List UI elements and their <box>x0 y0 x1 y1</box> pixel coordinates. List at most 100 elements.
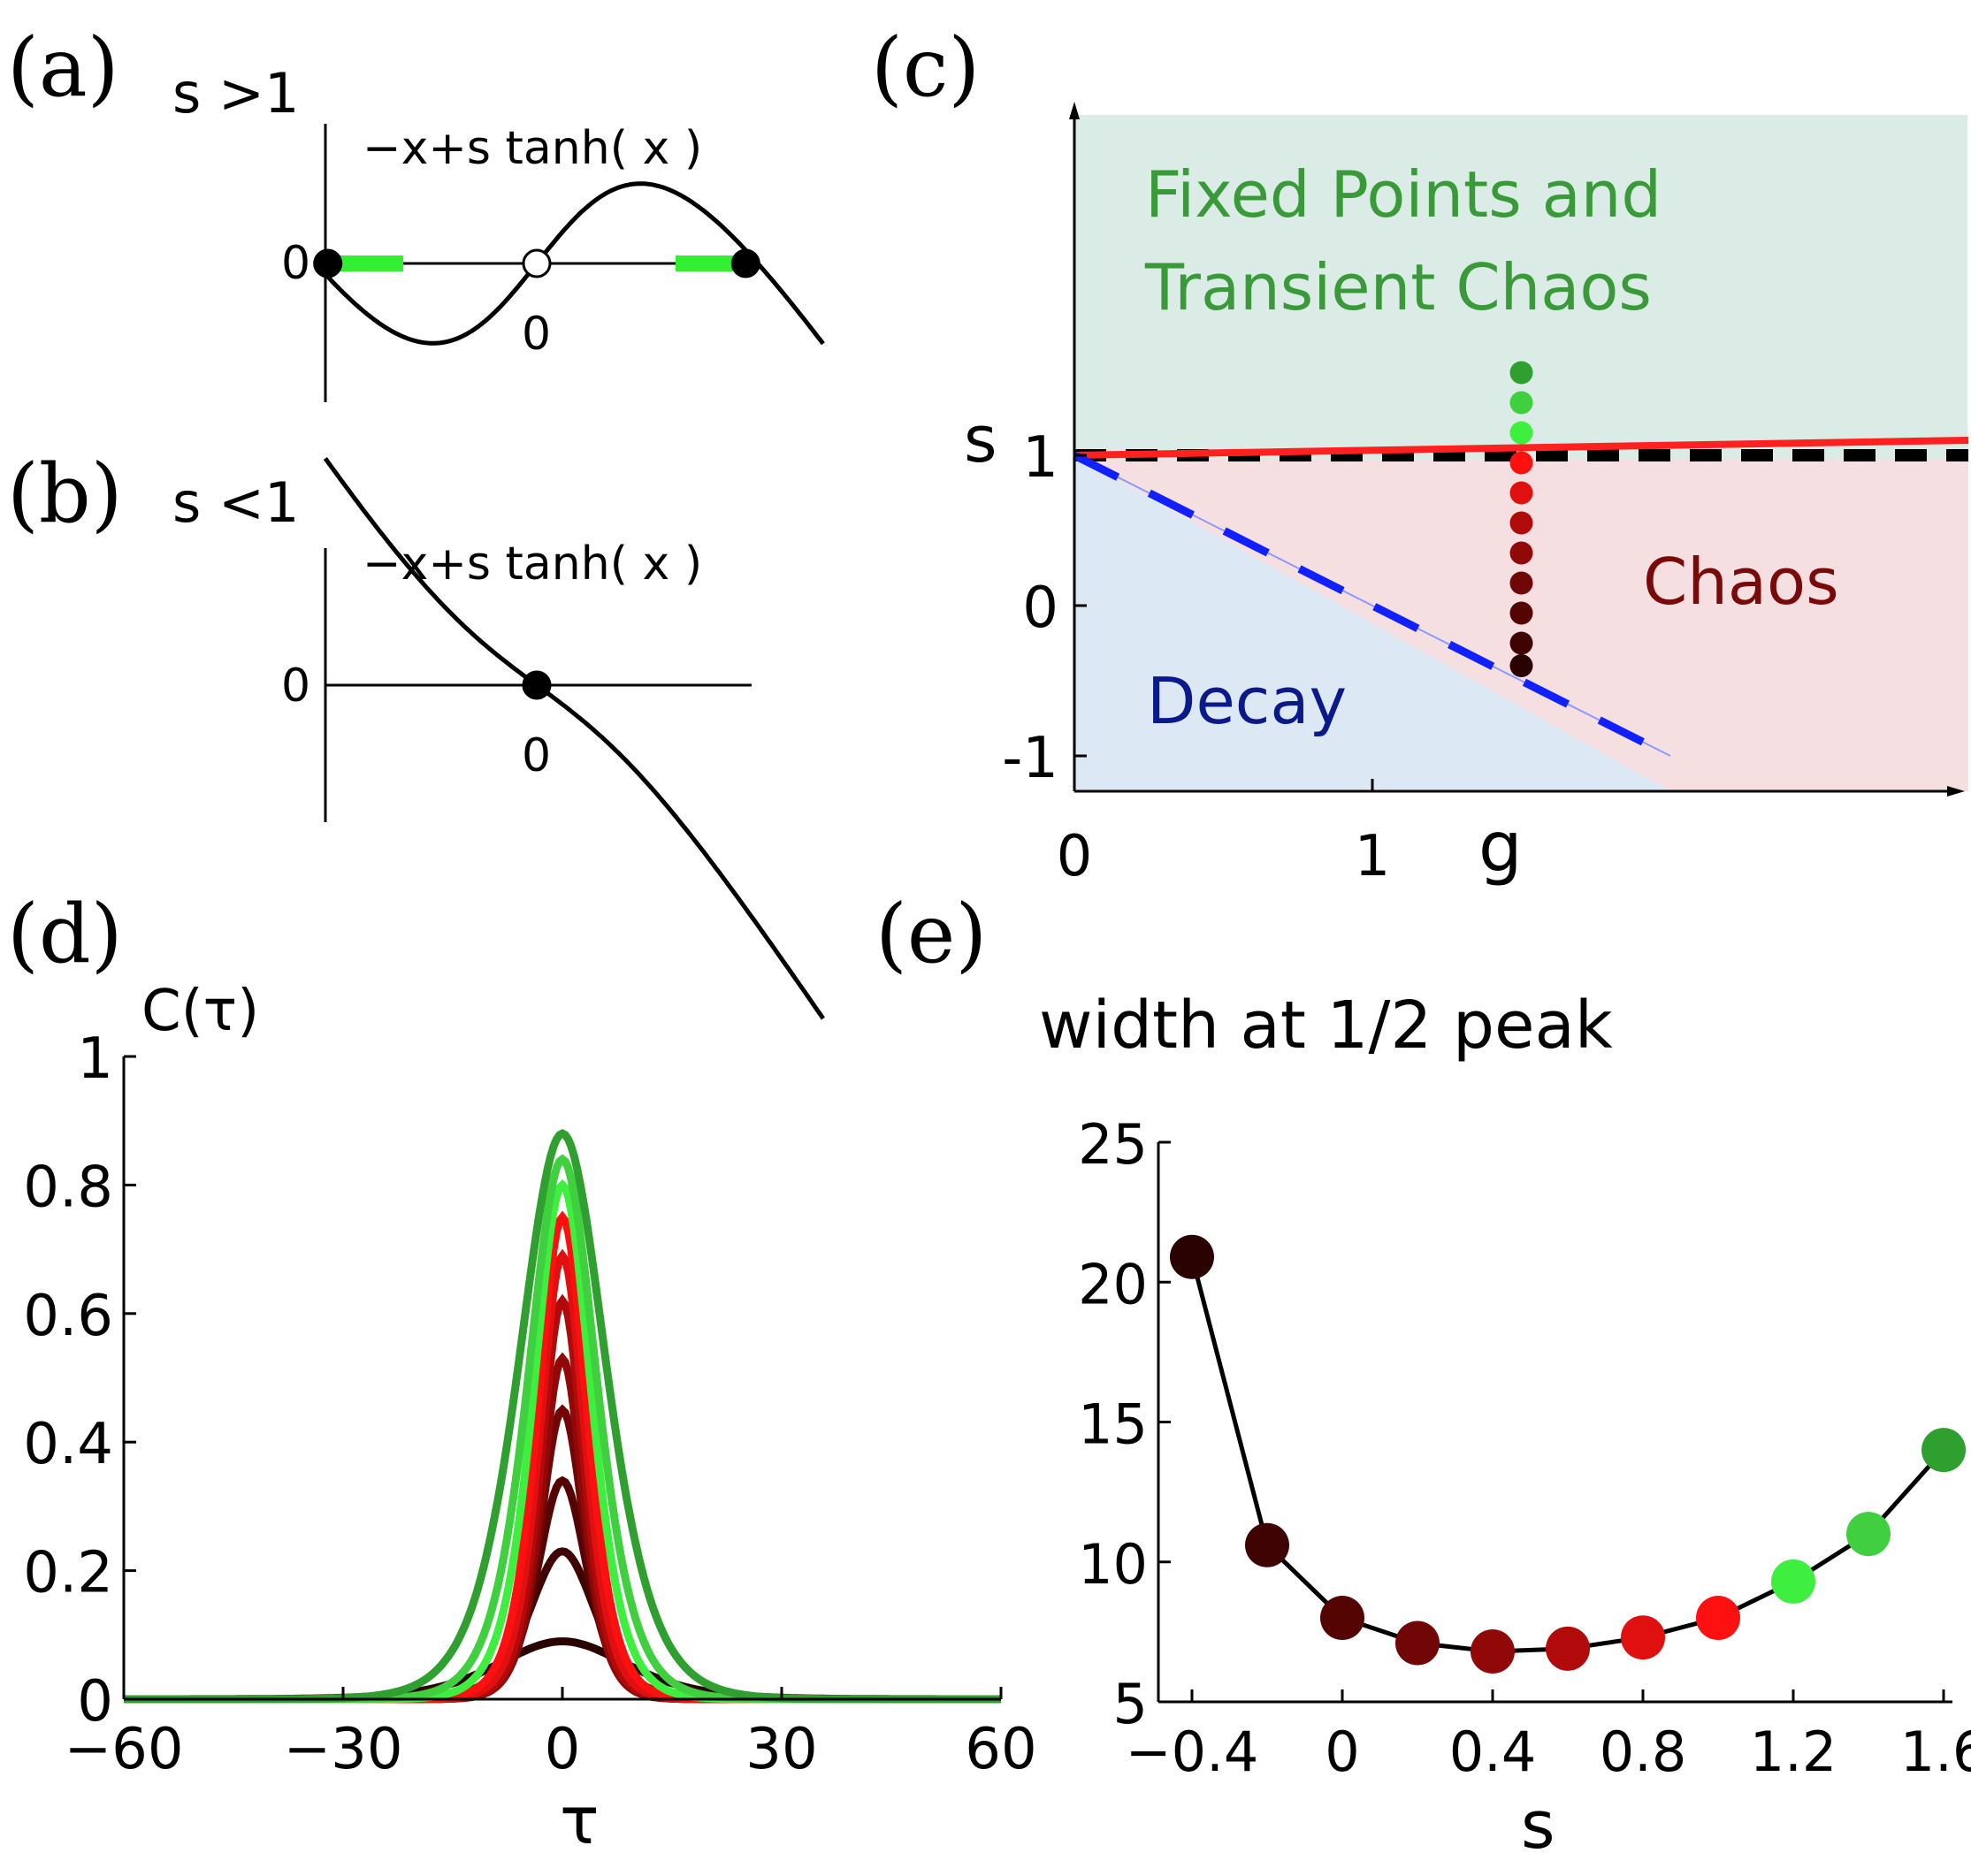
panel-c-blue-boundary <box>1072 451 1673 760</box>
panel-e-xtick-label-1: 0 <box>1325 1720 1359 1784</box>
panel-d-curve-9 <box>124 1154 1001 1704</box>
panel-a-function-label: −x+s tanh( x ) <box>363 122 702 175</box>
panel-b-function-label: −x+s tanh( x ) <box>363 538 702 591</box>
panel-b-fixed-points <box>522 670 552 700</box>
panel-d-xtick-label-3: 30 <box>745 1717 817 1782</box>
panel-b-condition: s <1 <box>172 470 299 535</box>
panel-b-y-zero-label: 0 <box>281 660 310 713</box>
panel-a-condition: s >1 <box>172 61 299 126</box>
panel-a: (a) s >1 −x+s tanh( x ) 0 0 <box>7 20 825 402</box>
panel-a-x-zero-label: 0 <box>522 308 551 361</box>
panel-e-point-0 <box>1170 1234 1214 1279</box>
panel-c-point-1 <box>1509 391 1533 415</box>
panel-c-point-6 <box>1509 541 1533 565</box>
panel-c-y-axis-arrow <box>1069 102 1080 119</box>
panel-a-fixed-point-2 <box>730 248 760 278</box>
panel-e-ytick-label-4: 25 <box>1078 1112 1148 1177</box>
panel-c-point-8 <box>1509 601 1533 625</box>
panel-d-xtick-label-4: 60 <box>965 1717 1036 1782</box>
panel-e-point-7 <box>1696 1596 1740 1641</box>
panel-a-fixed-points <box>313 248 760 278</box>
panel-e-point-8 <box>1771 1559 1815 1604</box>
panel-e-point-4 <box>1471 1629 1515 1674</box>
panel-c-fixed-label-2: Transient Chaos <box>1144 250 1652 324</box>
panel-c-point-7 <box>1509 571 1533 595</box>
panel-c-xtick-label-0: 0 <box>1057 824 1093 889</box>
panel-e-point-9 <box>1846 1512 1891 1557</box>
panel-d-ytick-label-5: 1 <box>77 1026 113 1092</box>
panel-c-region-decay <box>1074 455 1670 791</box>
panel-c-letter: (c) <box>871 20 980 115</box>
panel-d-curves <box>124 1129 1001 1704</box>
panel-c-boundaries <box>1072 437 1969 760</box>
panel-d-ylabel: C(τ) <box>141 979 259 1044</box>
panel-a-curve <box>324 181 825 346</box>
panel-b-x-zero-label: 0 <box>522 729 551 782</box>
panel-d-ytick-label-4: 0.8 <box>23 1155 113 1220</box>
panel-b: (b) s <1 −x+s tanh( x ) 0 0 <box>7 446 825 1020</box>
panel-c-point-0 <box>1509 361 1533 385</box>
panel-e-ticks: −0.4 0 0.4 0.8 1.2 1.6 5 10 15 20 25 <box>1078 1112 1971 1784</box>
panel-d-curve-2 <box>124 1476 1001 1704</box>
panel-e-xtick-label-3: 0.8 <box>1600 1720 1687 1784</box>
panel-c-ytick-label-0: 1 <box>1022 425 1058 491</box>
panel-e-xlabel: s <box>1521 1788 1555 1864</box>
panel-a-fixed-point-1 <box>522 248 552 278</box>
panel-e-point-1 <box>1245 1522 1289 1567</box>
panel-c-ytick-label-2: -1 <box>1002 726 1058 791</box>
panel-e-title: width at 1/2 peak <box>1039 988 1613 1064</box>
panel-c: (c) 1 0 -1 0 1 Fixed Points and Transient Ch… <box>871 20 1969 889</box>
panel-c-point-3 <box>1509 451 1533 475</box>
panel-e-ytick-label-3: 20 <box>1078 1252 1148 1316</box>
panel-b-letter: (b) <box>7 446 123 541</box>
panel-e-ytick-label-2: 15 <box>1078 1392 1148 1457</box>
panel-d-ytick-label-1: 0.2 <box>23 1541 113 1606</box>
panel-e-xtick-label-5: 1.6 <box>1900 1720 1971 1784</box>
panel-e-series-line <box>1189 1256 1945 1654</box>
panel-e-ytick-label-0: 5 <box>1113 1672 1148 1736</box>
panel-a-y-zero-label: 0 <box>281 237 310 290</box>
panel-a-letter: (a) <box>7 20 119 115</box>
panel-c-fixed-label-1: Fixed Points and <box>1145 157 1662 232</box>
panel-d-xtick-label-0: −60 <box>64 1717 183 1782</box>
panel-d-letter: (d) <box>7 887 123 981</box>
panel-c-point-9 <box>1509 631 1533 655</box>
panel-d-xlabel: τ <box>560 1783 600 1859</box>
panel-c-ylabel: s <box>964 402 997 477</box>
panel-e-ytick-label-1: 10 <box>1078 1532 1148 1597</box>
panel-c-decay-label: Decay <box>1147 664 1347 738</box>
panel-e-letter: (e) <box>875 887 987 981</box>
panel-e-point-5 <box>1546 1626 1590 1671</box>
panel-e-xtick-label-0: −0.4 <box>1126 1720 1259 1784</box>
panel-c-red-boundary <box>1073 437 1969 459</box>
panel-d-xtick-label-2: 0 <box>545 1717 581 1782</box>
panel-e: (e) width at 1/2 peak −0.4 0 0.4 0.8 1.2 1.6 5… <box>875 887 1971 1864</box>
panel-c-chaos-label: Chaos <box>1643 545 1839 619</box>
panel-e-point-10 <box>1921 1428 1966 1473</box>
panel-c-point-5 <box>1509 511 1533 535</box>
panel-c-x-axis-arrow <box>1947 786 1965 797</box>
panel-d-curve-1 <box>124 1547 1001 1704</box>
panel-d-curve-7 <box>124 1210 1001 1704</box>
panel-e-point-6 <box>1621 1615 1665 1660</box>
panel-e-point-2 <box>1320 1596 1364 1641</box>
panel-c-point-4 <box>1509 481 1533 505</box>
panel-a-fixed-point-0 <box>313 248 343 278</box>
panel-e-point-3 <box>1395 1621 1440 1666</box>
panel-d-ytick-label-0: 0 <box>77 1669 113 1735</box>
panel-d-ytick-label-2: 0.4 <box>23 1412 113 1477</box>
panel-e-xtick-label-4: 1.2 <box>1750 1720 1837 1784</box>
panel-e-xtick-label-2: 0.4 <box>1449 1720 1537 1784</box>
panel-d-xtick-label-1: −30 <box>283 1717 402 1782</box>
panel-c-ticks: 1 0 -1 0 1 <box>1002 425 1390 889</box>
panel-c-xtick-label-1: 1 <box>1355 824 1391 889</box>
panel-c-ytick-label-1: 0 <box>1022 576 1058 641</box>
panel-b-curve <box>323 457 825 1020</box>
panel-c-point-2 <box>1509 421 1533 445</box>
panel-e-points <box>1170 1234 1966 1674</box>
panel-c-point-10 <box>1509 654 1533 677</box>
panel-a-stable-band-left <box>325 255 403 271</box>
